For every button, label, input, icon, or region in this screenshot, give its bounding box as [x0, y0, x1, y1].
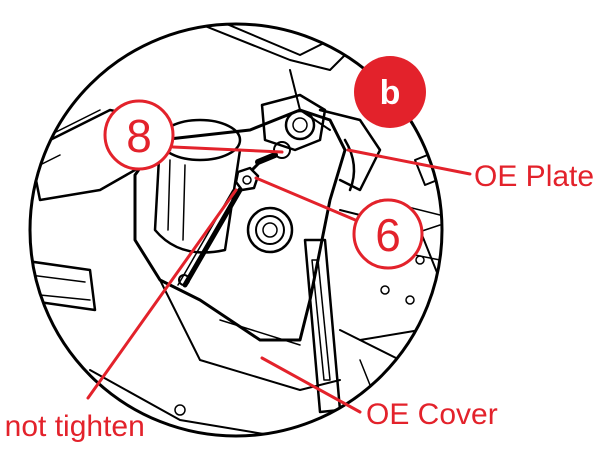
callout-8: 8	[103, 99, 175, 171]
bolt-6	[234, 152, 278, 192]
label-oe-cover: OE Cover	[366, 398, 498, 431]
callout-6-circle	[352, 198, 424, 270]
detail-badge-letter: b	[380, 74, 401, 112]
callout-6-number: 6	[375, 209, 401, 261]
label-do-not-tighten: Do not tighten	[0, 410, 145, 443]
callout-8-number: 8	[126, 110, 152, 162]
leader-do-not-tighten	[86, 188, 238, 400]
leader-lines	[86, 145, 472, 414]
callout-8-circle	[103, 99, 175, 171]
callout-6: 6	[352, 198, 424, 270]
detail-circle-outline	[28, 22, 444, 438]
leader-6	[254, 176, 362, 224]
leader-8	[171, 145, 284, 154]
label-oe-plate: OE Plate	[474, 160, 594, 193]
leader-oe-cover	[260, 356, 362, 414]
leader-oe-plate	[346, 148, 472, 176]
detail-badge-circle	[354, 56, 426, 128]
detail-badge: b	[354, 56, 426, 128]
